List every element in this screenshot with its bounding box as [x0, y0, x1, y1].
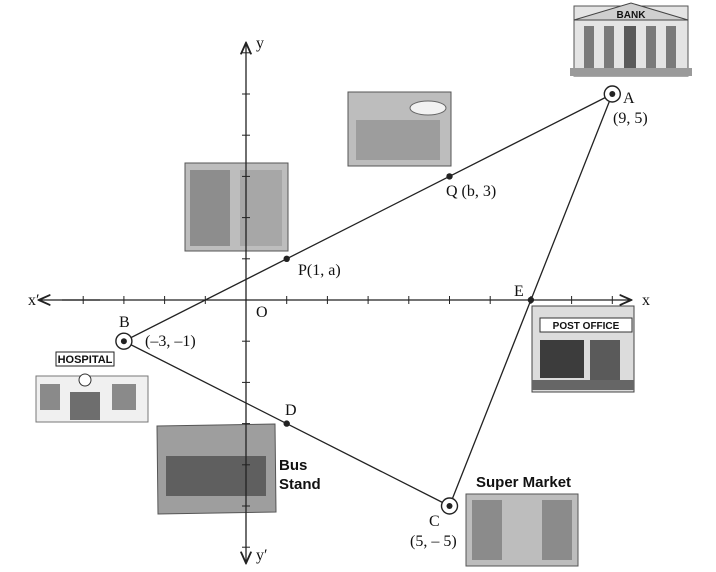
super-market-photo: Super Market [465, 474, 579, 567]
origin-label: O [256, 304, 268, 321]
point-d-label: D [285, 402, 297, 419]
vertex-a-name: A [623, 90, 635, 107]
vertex-c-coords: (5, – 5) [410, 533, 457, 550]
point-q-label: Q (b, 3) [446, 183, 496, 200]
vertex-a: A (9, 5) [603, 85, 648, 127]
point-p [283, 255, 290, 262]
bank-illustration: BANK [570, 2, 692, 77]
clothes-shop-photo [184, 162, 289, 252]
post-office-illustration: POST OFFICE [531, 305, 635, 393]
point-p-label: P(1, a) [298, 262, 341, 279]
bus-stand-label-line2: Stand [279, 476, 321, 493]
vertex-b-coords: (–3, –1) [145, 333, 196, 350]
vertex-b: B (–3, –1) [115, 314, 196, 350]
point-q [446, 173, 453, 180]
mall-photo [347, 91, 452, 167]
vertex-a-coords: (9, 5) [613, 110, 648, 127]
point-e-label: E [514, 283, 524, 300]
x-axis-label: x [642, 292, 650, 309]
bus-stand-photo: Bus Stand [156, 423, 321, 515]
bank-label: BANK [617, 10, 647, 21]
axis-ticks [82, 52, 613, 548]
point-d [283, 420, 290, 427]
segment-ab [123, 93, 613, 342]
bus-stand-label-line1: Bus [279, 457, 307, 474]
super-market-label: Super Market [476, 474, 571, 491]
point-e [527, 296, 535, 304]
y-negative-label: y′ [256, 547, 268, 564]
vertex-c-name: C [429, 513, 440, 530]
hospital-illustration: HOSPITAL [35, 351, 149, 423]
vertex-b-name: B [119, 314, 130, 331]
hospital-label: HOSPITAL [58, 354, 113, 366]
vertex-c: C (5, – 5) [410, 497, 459, 550]
post-office-label: POST OFFICE [553, 321, 620, 332]
x-negative-label: x′ [28, 292, 40, 309]
y-axis-label: y [256, 35, 264, 52]
